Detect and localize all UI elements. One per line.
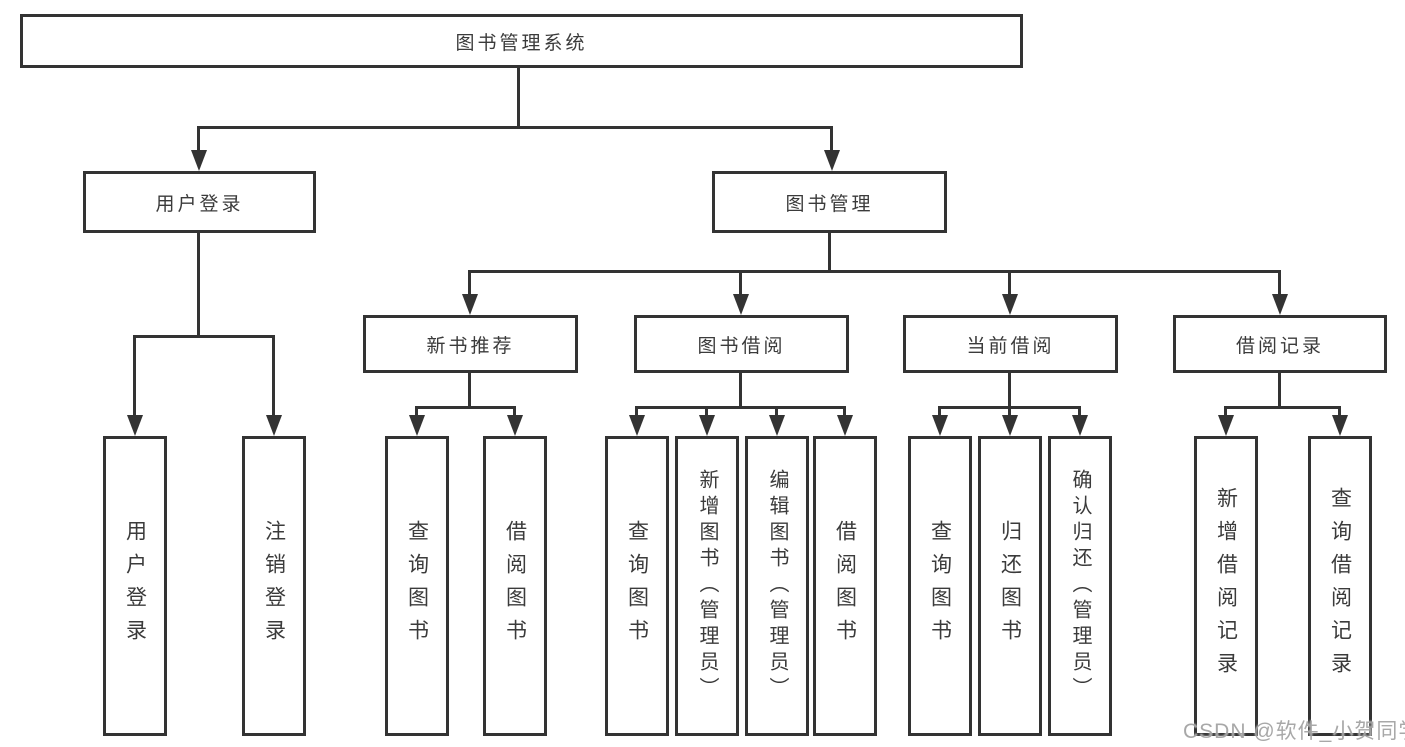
arrowhead-icon bbox=[1272, 294, 1288, 315]
edge-line bbox=[272, 335, 275, 416]
edge-line bbox=[1008, 373, 1011, 406]
leaf-cur-return: 归还图书 bbox=[978, 436, 1042, 736]
leaf-rec-query-label: 查询借阅记录 bbox=[1328, 487, 1352, 685]
edge-line bbox=[468, 270, 1281, 273]
edge-line bbox=[1224, 406, 1341, 409]
edge-line bbox=[1278, 270, 1281, 295]
leaf-rec-add: 新增借阅记录 bbox=[1194, 436, 1258, 736]
leaf-cur-confirm-label: 确认归还（管理员） bbox=[1069, 469, 1091, 703]
edge-line bbox=[1078, 406, 1081, 417]
node-new-books: 新书推荐 bbox=[363, 315, 578, 373]
edge-line bbox=[830, 126, 833, 152]
edge-line bbox=[739, 373, 742, 406]
leaf-cur-return-label: 归还图书 bbox=[998, 520, 1022, 652]
edge-line bbox=[513, 406, 516, 417]
edge-line bbox=[133, 335, 136, 416]
leaf-nb-query-label: 查询图书 bbox=[405, 520, 429, 652]
arrowhead-icon bbox=[127, 415, 143, 436]
edge-line bbox=[775, 406, 778, 417]
edge-line bbox=[1224, 406, 1227, 417]
edge-line bbox=[197, 126, 833, 129]
edge-line bbox=[828, 233, 831, 270]
arrowhead-icon bbox=[507, 415, 523, 436]
leaf-logout-label: 注销登录 bbox=[262, 520, 286, 652]
leaf-cur-confirm: 确认归还（管理员） bbox=[1048, 436, 1112, 736]
node-book-mgmt-label: 图书管理 bbox=[785, 193, 874, 215]
node-user-login: 用户登录 bbox=[83, 171, 316, 233]
arrowhead-icon bbox=[769, 415, 785, 436]
leaf-cur-query-label: 查询图书 bbox=[928, 520, 952, 652]
edge-line bbox=[938, 406, 941, 417]
leaf-nb-borrow: 借阅图书 bbox=[483, 436, 547, 736]
leaf-bw-add-label: 新增图书（管理员） bbox=[696, 469, 718, 703]
arrowhead-icon bbox=[837, 415, 853, 436]
edge-line bbox=[468, 270, 471, 295]
edge-line bbox=[415, 406, 516, 409]
arrowhead-icon bbox=[1218, 415, 1234, 436]
arrowhead-icon bbox=[1332, 415, 1348, 436]
edge-line bbox=[197, 233, 200, 335]
leaf-bw-borrow: 借阅图书 bbox=[813, 436, 877, 736]
arrowhead-icon bbox=[733, 294, 749, 315]
arrowhead-icon bbox=[1002, 294, 1018, 315]
edge-line bbox=[843, 406, 846, 417]
leaf-cur-query: 查询图书 bbox=[908, 436, 972, 736]
node-root: 图书管理系统 bbox=[20, 14, 1023, 68]
edge-line bbox=[197, 126, 200, 152]
node-new-books-label: 新书推荐 bbox=[426, 335, 515, 357]
leaf-login-label: 用户登录 bbox=[123, 520, 147, 652]
edge-line bbox=[635, 406, 846, 409]
arrowhead-icon bbox=[932, 415, 948, 436]
edge-line bbox=[517, 68, 520, 126]
csdn-watermark: CSDN @软件_小贺同学 bbox=[1183, 720, 1405, 743]
node-root-label: 图书管理系统 bbox=[455, 32, 588, 54]
arrowhead-icon bbox=[462, 294, 478, 315]
node-current-label: 当前借阅 bbox=[966, 335, 1055, 357]
arrowhead-icon bbox=[629, 415, 645, 436]
edge-line bbox=[1008, 406, 1011, 417]
arrowhead-icon bbox=[191, 150, 207, 171]
node-user-login-label: 用户登录 bbox=[155, 193, 244, 215]
leaf-bw-borrow-label: 借阅图书 bbox=[833, 520, 857, 652]
leaf-login: 用户登录 bbox=[103, 436, 167, 736]
leaf-bw-edit-label: 编辑图书（管理员） bbox=[766, 469, 788, 703]
leaf-rec-add-label: 新增借阅记录 bbox=[1214, 487, 1238, 685]
leaf-logout: 注销登录 bbox=[242, 436, 306, 736]
edge-line bbox=[705, 406, 708, 417]
node-borrowing-label: 图书借阅 bbox=[697, 335, 786, 357]
edge-line bbox=[133, 335, 275, 338]
arrowhead-icon bbox=[1002, 415, 1018, 436]
edge-line bbox=[1338, 406, 1341, 417]
leaf-rec-query: 查询借阅记录 bbox=[1308, 436, 1372, 736]
node-records-label: 借阅记录 bbox=[1235, 335, 1324, 357]
arrowhead-icon bbox=[824, 150, 840, 171]
leaf-bw-add: 新增图书（管理员） bbox=[675, 436, 739, 736]
node-book-mgmt: 图书管理 bbox=[712, 171, 947, 233]
leaf-nb-borrow-label: 借阅图书 bbox=[503, 520, 527, 652]
edge-line bbox=[739, 270, 742, 295]
edge-line bbox=[415, 406, 418, 417]
arrowhead-icon bbox=[266, 415, 282, 436]
node-borrowing: 图书借阅 bbox=[634, 315, 849, 373]
edge-line bbox=[635, 406, 638, 417]
leaf-bw-query: 查询图书 bbox=[605, 436, 669, 736]
node-records: 借阅记录 bbox=[1173, 315, 1387, 373]
leaf-nb-query: 查询图书 bbox=[385, 436, 449, 736]
leaf-bw-edit: 编辑图书（管理员） bbox=[745, 436, 809, 736]
arrowhead-icon bbox=[1072, 415, 1088, 436]
node-current: 当前借阅 bbox=[903, 315, 1118, 373]
edge-line bbox=[1008, 270, 1011, 295]
leaf-bw-query-label: 查询图书 bbox=[625, 520, 649, 652]
arrowhead-icon bbox=[409, 415, 425, 436]
arrowhead-icon bbox=[699, 415, 715, 436]
edge-line bbox=[1278, 373, 1281, 406]
edge-line bbox=[468, 373, 471, 406]
